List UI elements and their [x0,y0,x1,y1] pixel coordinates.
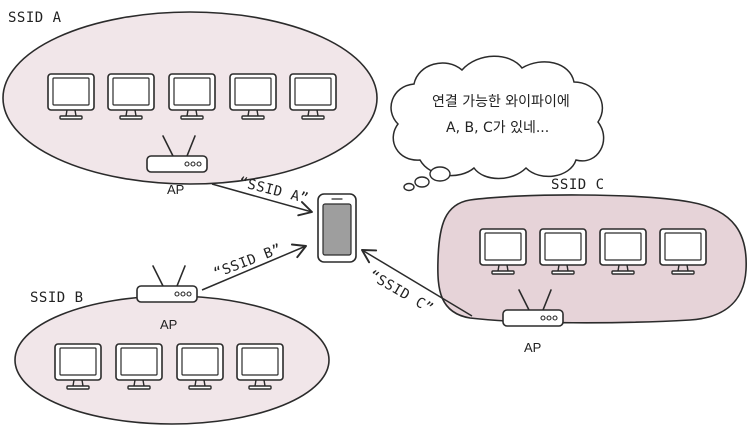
signal-arrows [201,183,473,317]
thought-line-1: 연결 가능한 와이파이에 [432,94,570,110]
arrow-from-ap-a [211,183,313,217]
broadcast-label-c: “SSID C” [366,268,436,318]
thought-line-2: A, B, C가 있네... [446,120,549,136]
network-b: SSID B AP [14,265,330,425]
broadcast-label-b: “SSID B” [212,241,284,282]
network-b-ap-label: AP [160,317,177,332]
network-c-area [437,194,747,324]
smartphone-icon [317,193,357,263]
network-b-title: SSID B [30,290,84,306]
thought-bubble: 연결 가능한 와이파이에 A, B, C가 있네... [390,55,605,192]
network-a: SSID A AP [2,10,378,197]
router-icon [136,265,198,303]
arrow-from-ap-b [201,243,307,291]
network-c-ap-label: AP [524,340,541,355]
network-a-title: SSID A [8,10,62,26]
network-c-title: SSID C [551,177,605,193]
arrow-from-ap-c [361,249,473,317]
network-c: SSID C AP [437,177,747,355]
network-a-ap-label: AP [167,182,184,197]
broadcast-label-a: “SSID A” [237,174,310,207]
